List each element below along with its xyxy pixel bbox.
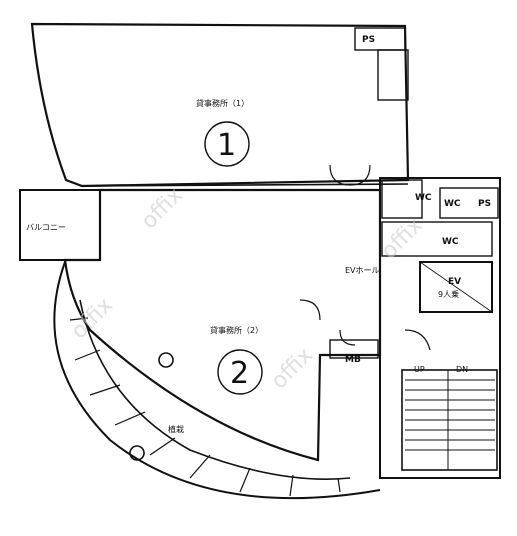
column-1 (158, 352, 174, 368)
office1-number-circle (204, 121, 250, 167)
ps-right-label: PS (478, 199, 491, 209)
ps-top-label: PS (362, 35, 375, 45)
balcony-walls (19, 189, 101, 261)
office2-number-circle (217, 349, 263, 395)
stair-block (401, 369, 498, 471)
office2-walls (63, 188, 382, 462)
stair-dn-label: DN (456, 365, 468, 374)
wc2-label: WC (444, 199, 461, 209)
office2-label: 貸事務所（2） (210, 325, 263, 335)
balcony-label: バルコニー (26, 223, 66, 232)
office1-walls (30, 22, 410, 188)
watermark-3: offix (267, 343, 318, 394)
office1-number: 1 (217, 128, 236, 163)
garden-label: 植栽 (168, 424, 184, 434)
elevator-shaft (419, 261, 493, 313)
wc1-label: WC (415, 193, 432, 203)
stair-up-label: UP (414, 365, 425, 374)
garden-inner-curve (79, 299, 351, 480)
ev-hall-label: EVホール (345, 266, 380, 275)
garden-outer-curve (53, 261, 381, 500)
core-walls (379, 177, 501, 479)
elevator-label: EV (448, 277, 461, 287)
wc-top-box (377, 49, 409, 101)
office2-number: 2 (230, 356, 249, 391)
wc3-label: WC (442, 237, 459, 247)
elevator-capacity: 9人乗 (438, 289, 459, 299)
office1-label: 貸事務所（1） (196, 98, 249, 108)
mb-label: MB (345, 355, 361, 365)
column-2 (129, 445, 145, 461)
